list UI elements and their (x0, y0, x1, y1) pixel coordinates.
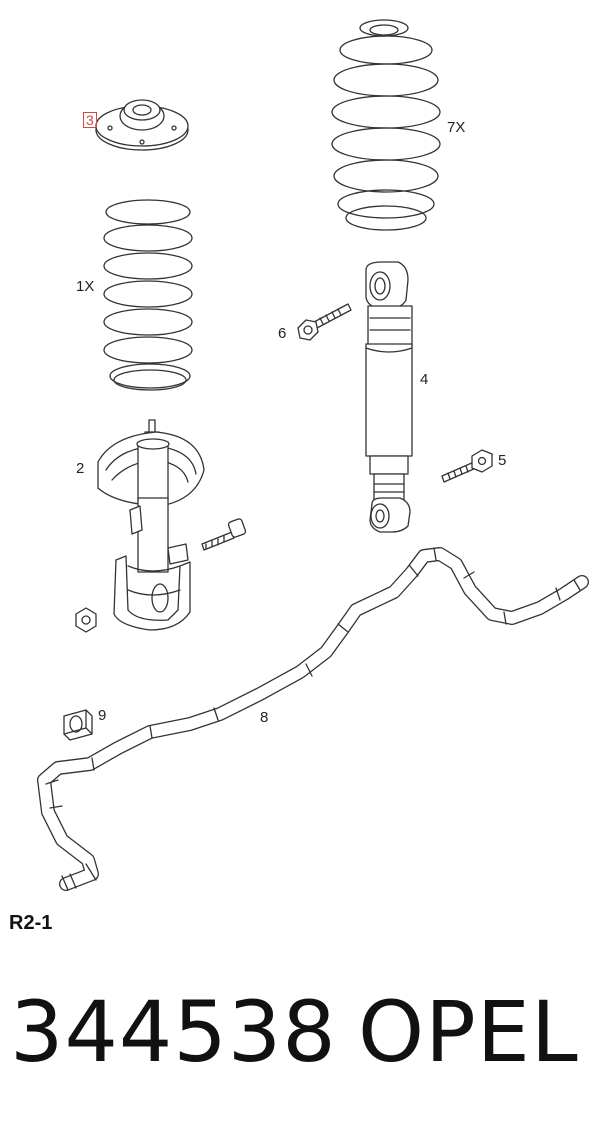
callout-7x[interactable]: 7X (447, 119, 466, 136)
callout-5[interactable]: 5 (498, 452, 507, 469)
callout-4[interactable]: 4 (420, 371, 429, 388)
strut-lower-bolt-drawing (201, 518, 247, 551)
rear-damper-drawing (365, 261, 413, 533)
nut-drawing (75, 607, 97, 633)
callout-1x[interactable]: 1X (76, 278, 95, 295)
parts-diagram (37, 19, 589, 891)
front-strut-drawing (97, 419, 205, 631)
rear-spring-drawing (331, 19, 441, 231)
front-spring-drawing (103, 199, 193, 391)
diagram-code: R2-1 (9, 912, 53, 934)
strut-bolt-drawing (297, 303, 352, 341)
callout-6[interactable]: 6 (278, 325, 287, 342)
callout-8[interactable]: 8 (260, 709, 269, 726)
damper-bolt-drawing (441, 449, 493, 483)
callout-3[interactable]: 3 (83, 112, 97, 128)
part-number: 344538 (10, 983, 337, 1081)
stabilizer-bar-drawing (37, 547, 589, 891)
callout-9[interactable]: 9 (98, 707, 107, 724)
brand-name: OPEL (358, 983, 579, 1081)
callout-2[interactable]: 2 (76, 460, 85, 477)
top-mount-drawing (95, 99, 189, 151)
bush-drawing (63, 709, 93, 741)
